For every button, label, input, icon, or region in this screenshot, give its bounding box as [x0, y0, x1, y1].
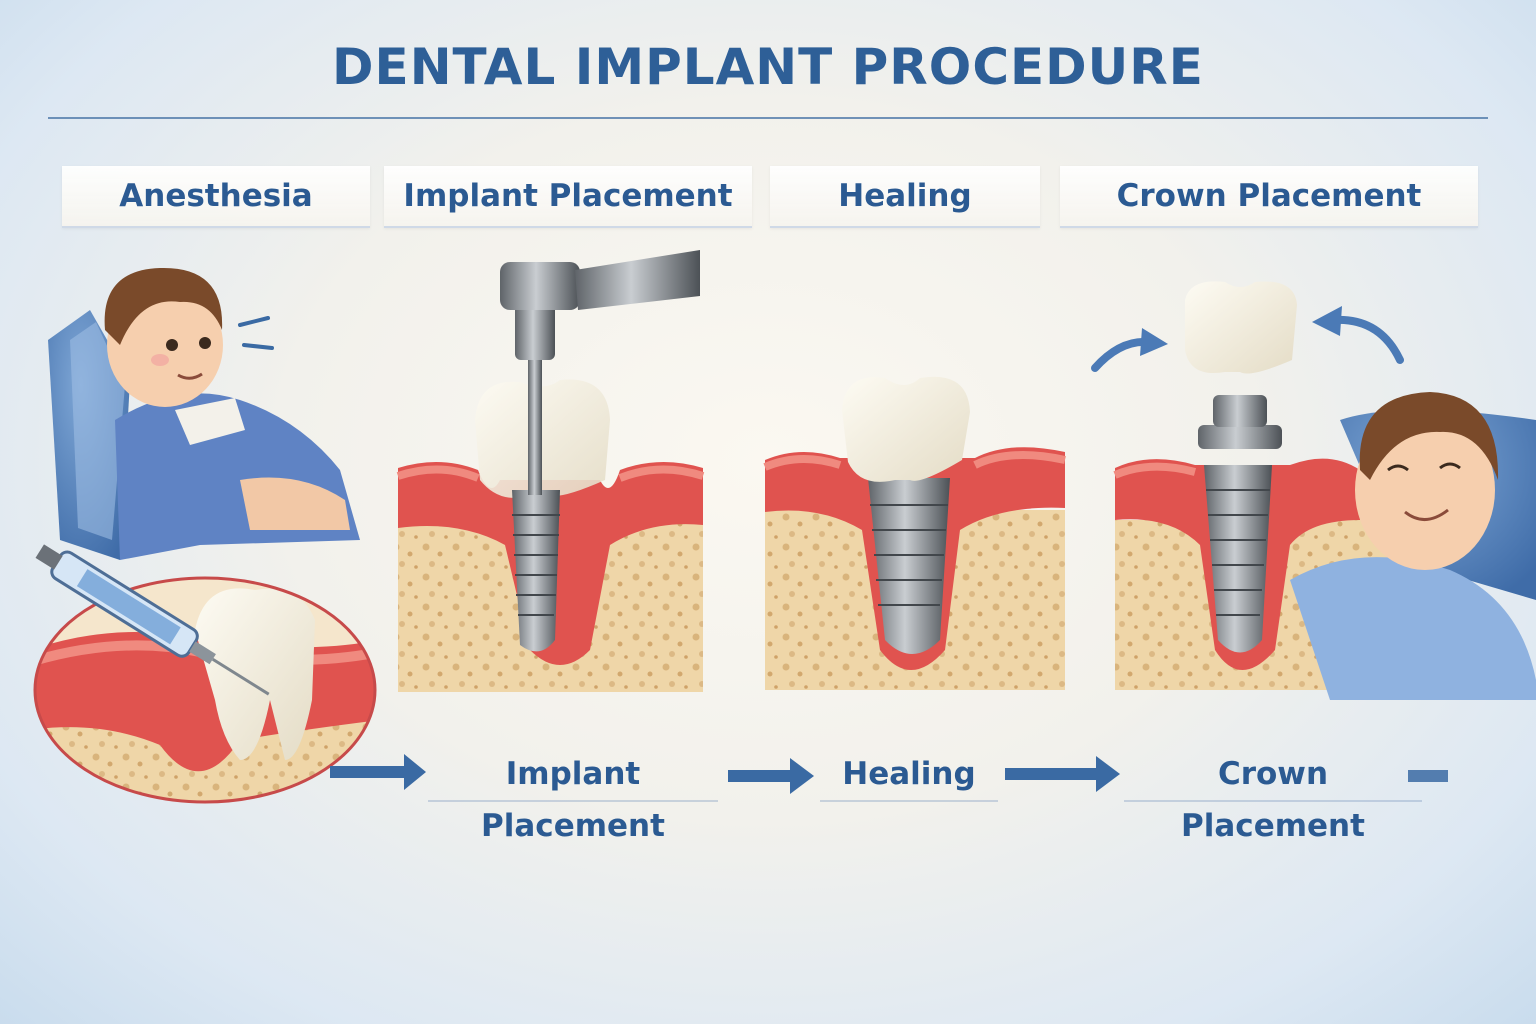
- step-label-anesthesia: Anesthesia: [62, 166, 370, 228]
- relaxed-patient-hair: [1359, 392, 1499, 480]
- crown-placement-illustration: [1091, 281, 1536, 700]
- page-title: DENTAL IMPLANT PROCEDURE: [332, 38, 1204, 96]
- drill-head: [515, 300, 555, 360]
- flow-arrow-2: [728, 758, 814, 794]
- crown: [1185, 281, 1297, 374]
- implant-placement-illustration: [396, 250, 705, 692]
- flow-label-healing: Healing: [820, 748, 998, 802]
- step-label-implant-placement: Implant Placement: [384, 166, 752, 228]
- step-label-healing: Healing: [770, 166, 1040, 228]
- tooth: [195, 588, 315, 760]
- step-label-crown-placement: Crown Placement: [1060, 166, 1478, 228]
- crown-arrow-right: [1331, 315, 1404, 364]
- flow-label-implant-placement: Implant Placement: [428, 748, 718, 844]
- implant-screw: [512, 490, 560, 652]
- drill-handpiece: [575, 250, 700, 310]
- flow-arrow-3: [1005, 756, 1120, 792]
- flow-arrow-1: [330, 754, 426, 790]
- patient-gown: [1290, 557, 1536, 700]
- healing-crown: [842, 376, 970, 482]
- patient-bib: [175, 398, 245, 445]
- title-divider: [48, 117, 1488, 119]
- abutment-implant: [1204, 465, 1272, 653]
- crown-arrow-left: [1091, 337, 1152, 372]
- abutment: [1213, 395, 1267, 427]
- patient-hands: [240, 477, 350, 530]
- healing-implant: [868, 478, 950, 654]
- anesthesia-injection-illustration: [33, 544, 377, 804]
- healing-illustration: [763, 376, 1066, 690]
- anesthesia-patient-illustration: [48, 267, 360, 560]
- patient-hair: [104, 267, 223, 345]
- flow-label-crown-placement: Crown Placement: [1124, 748, 1422, 844]
- syringe: [35, 544, 270, 696]
- flow-arrow-tail: [1408, 770, 1448, 782]
